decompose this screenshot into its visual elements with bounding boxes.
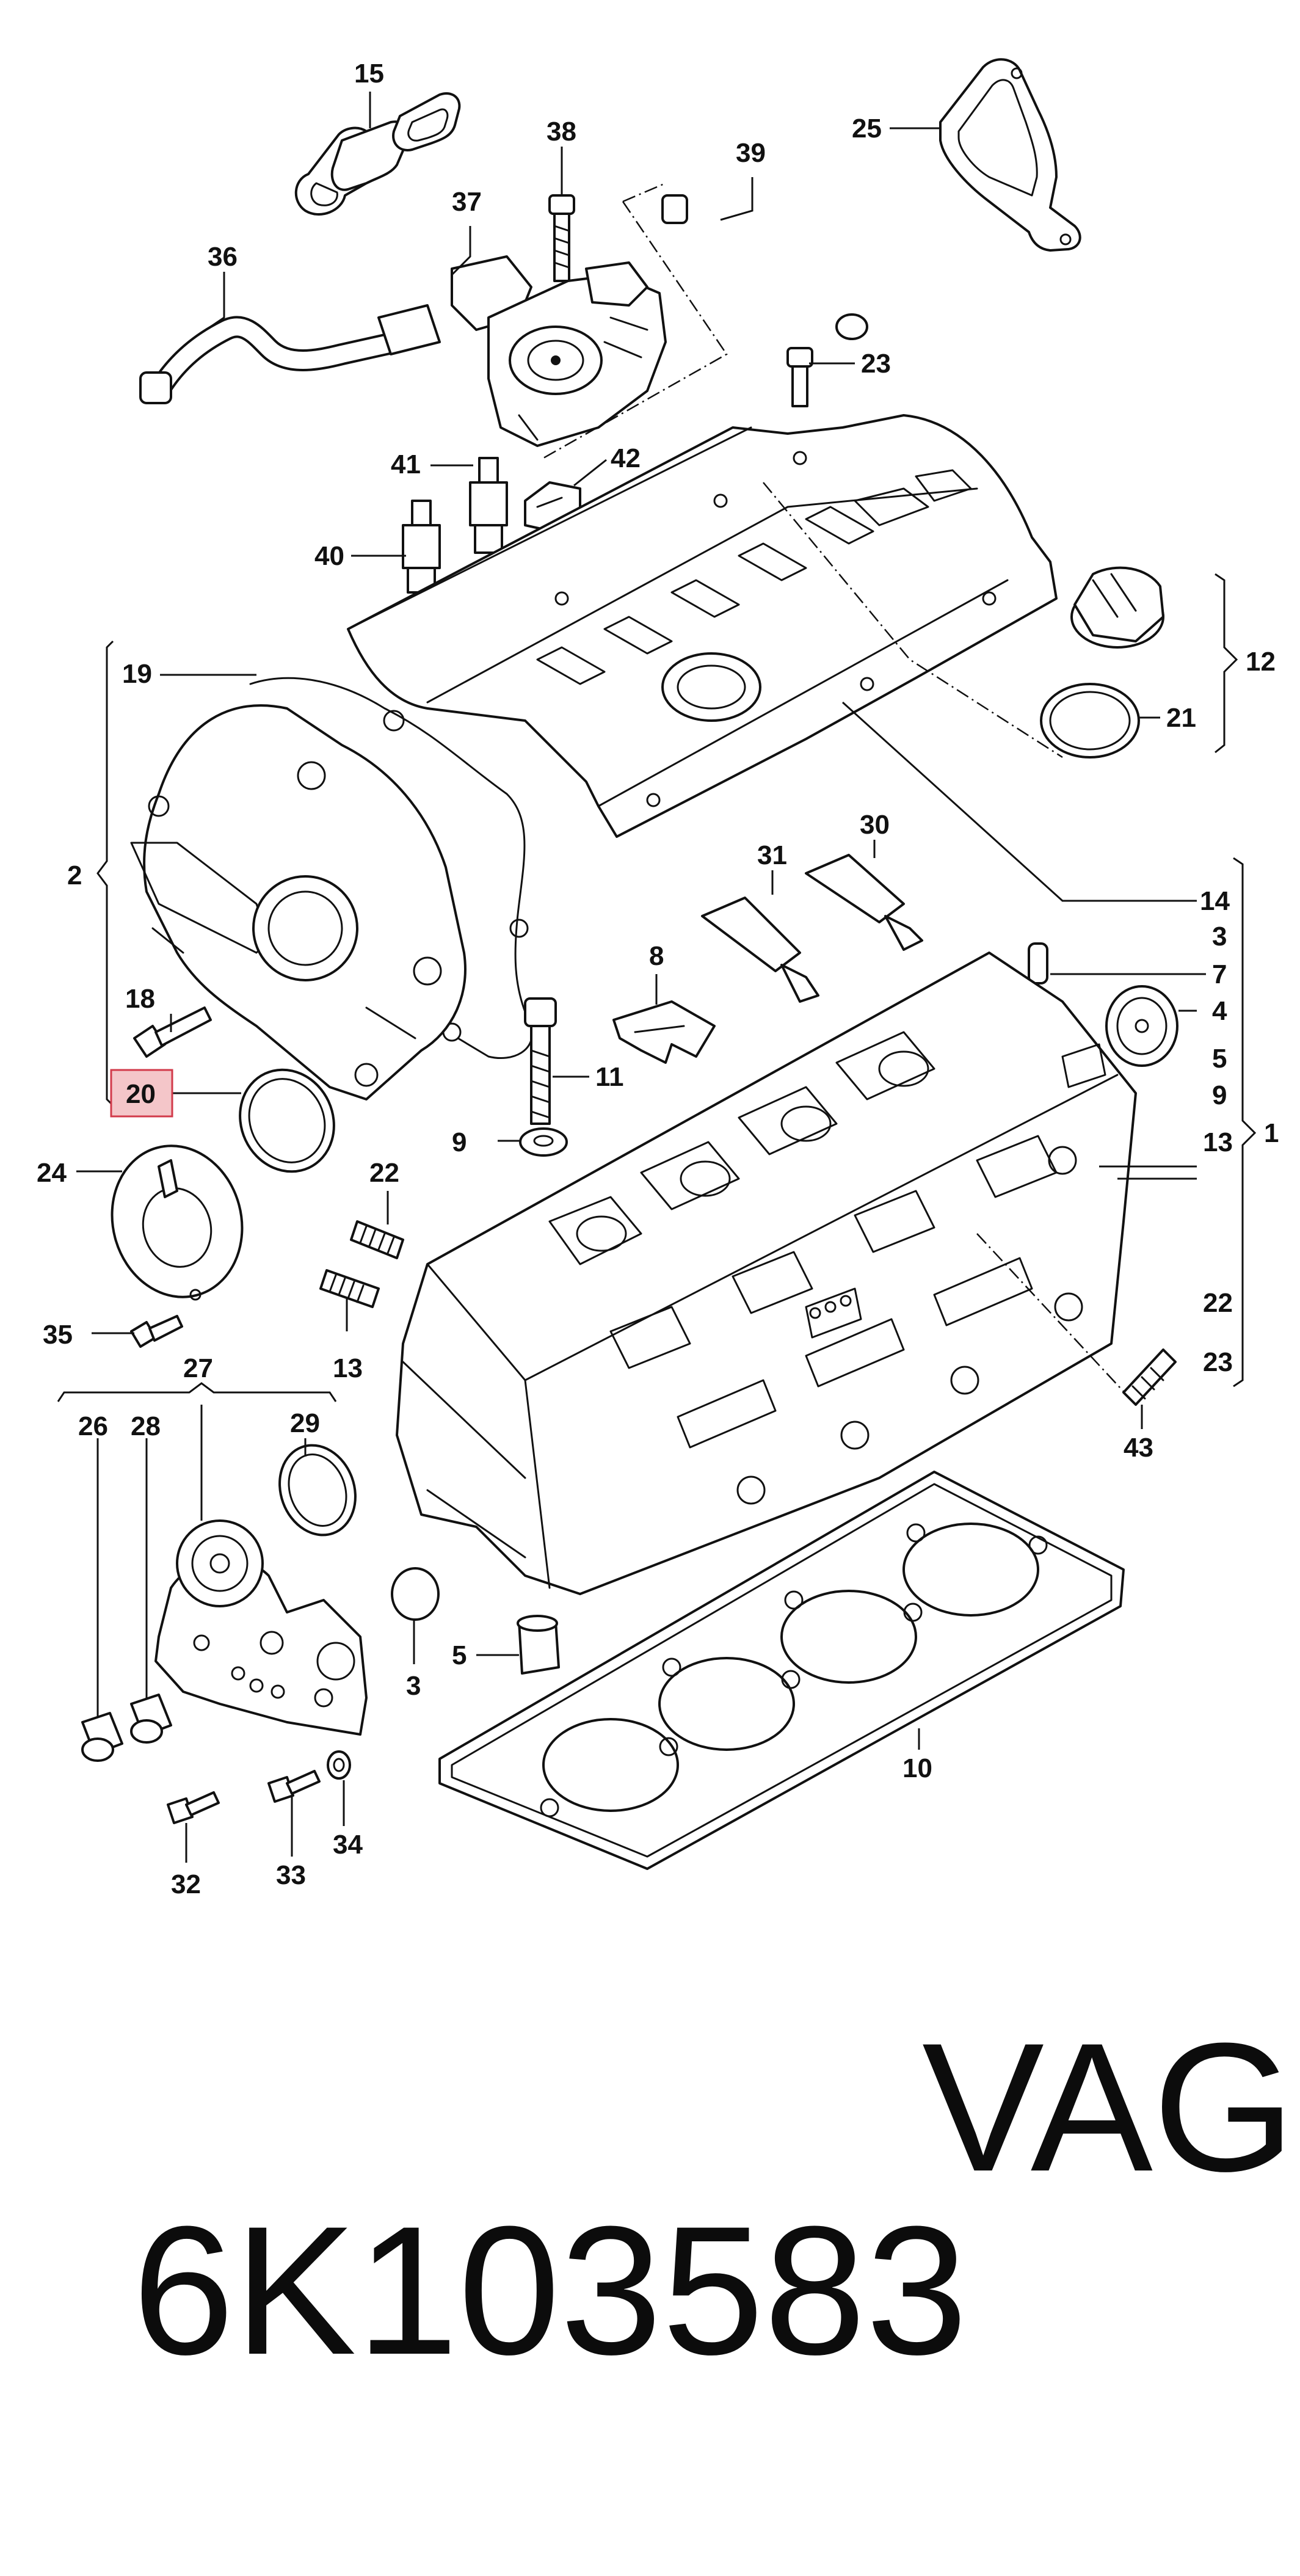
leader-lines <box>76 92 1206 1863</box>
part-12-oil-cap <box>1070 566 1164 649</box>
callout-21: 21 <box>1166 703 1196 733</box>
brand-name: VAG <box>922 2004 1296 2210</box>
callout-11: 11 <box>595 1062 624 1092</box>
part-30-sealant-tube <box>805 854 923 951</box>
part-33-bolt <box>267 1770 321 1803</box>
callout-32: 32 <box>171 1869 201 1899</box>
callout-35: 35 <box>43 1320 73 1350</box>
callout-14: 14 <box>1200 886 1230 916</box>
callout-33: 33 <box>276 1860 306 1890</box>
part-29-oring <box>278 1444 357 1537</box>
callout-5-left: 5 <box>452 1640 467 1670</box>
part-24-pulley <box>111 1144 244 1301</box>
callout-25: 25 <box>852 114 882 144</box>
part-11-bolt <box>524 997 557 1125</box>
callout-23-top: 23 <box>861 349 891 379</box>
part-5-bushing <box>517 1615 560 1675</box>
callout-2: 2 <box>67 860 82 890</box>
callout-23-right: 23 <box>1203 1347 1233 1377</box>
callout-41: 41 <box>391 449 421 479</box>
callout-12: 12 <box>1246 647 1276 677</box>
callout-40: 40 <box>314 541 344 571</box>
part-9-washer <box>519 1127 568 1157</box>
callout-34: 34 <box>333 1830 363 1860</box>
part-2-timing-cover <box>130 704 467 1101</box>
callout-3-right: 3 <box>1212 922 1227 951</box>
part-32-bolt <box>167 1791 220 1824</box>
callout-31: 31 <box>757 840 787 870</box>
part-43-stud <box>1122 1348 1177 1406</box>
callout-13-left: 13 <box>333 1353 363 1383</box>
part-20-oring <box>239 1068 335 1173</box>
part-valve-cover <box>347 414 1058 838</box>
bracket-12 <box>1215 573 1238 754</box>
part-15-gaskets <box>294 92 461 216</box>
callout-18: 18 <box>125 984 155 1014</box>
bracket-1 <box>1233 857 1257 1388</box>
part-21-seal <box>1040 683 1140 759</box>
callout-9-left: 9 <box>452 1127 467 1157</box>
part-number: 6K103583 <box>132 2188 968 2393</box>
callout-29: 29 <box>290 1408 320 1438</box>
part-35-bolt <box>130 1315 183 1348</box>
part-10-head-gasket <box>438 1471 1125 1870</box>
part-40-sensor <box>402 500 441 594</box>
part-27-bracket <box>154 1519 368 1736</box>
highlight-box-20 <box>110 1069 173 1118</box>
part-7-pin <box>1028 942 1048 984</box>
callout-27: 27 <box>183 1353 213 1383</box>
part-3-cap <box>391 1567 440 1621</box>
callout-15: 15 <box>354 59 384 89</box>
callout-26: 26 <box>78 1411 108 1441</box>
callout-7: 7 <box>1212 959 1227 989</box>
part-22-stud <box>350 1220 404 1259</box>
callout-5-right: 5 <box>1212 1044 1227 1074</box>
callout-13-right: 13 <box>1203 1127 1233 1157</box>
callout-24: 24 <box>37 1158 67 1188</box>
part-8-plate <box>612 1000 716 1064</box>
callout-10: 10 <box>902 1753 932 1783</box>
part-13-stud <box>319 1269 380 1308</box>
callout-19: 19 <box>122 659 152 689</box>
callout-37: 37 <box>452 187 482 217</box>
part-18-bolt <box>133 1006 212 1058</box>
bracket-2 <box>96 640 114 1107</box>
part-25-gasket <box>939 58 1081 252</box>
callout-42: 42 <box>611 443 641 473</box>
part-23-bolt-top <box>786 347 813 407</box>
bracket-27 <box>57 1382 337 1402</box>
part-37-pcv-valve <box>451 255 667 447</box>
callout-28: 28 <box>131 1411 161 1441</box>
part-39-breather-hose <box>661 194 889 340</box>
exploded-parts-diagram: 15 38 39 25 37 36 23 41 42 40 19 12 21 2… <box>37 58 1279 1899</box>
callout-9-right: 9 <box>1212 1080 1227 1110</box>
callout-22-right: 22 <box>1203 1288 1233 1318</box>
callout-1: 1 <box>1264 1118 1279 1148</box>
footer-part-info: 6K103583 VAG <box>31 2015 1296 2382</box>
callout-4: 4 <box>1212 996 1227 1026</box>
callout-39: 39 <box>736 138 766 168</box>
callout-30: 30 <box>860 810 890 840</box>
part-31-sealant-tube <box>701 897 819 1003</box>
callout-38: 38 <box>547 117 576 147</box>
part-28-plug <box>130 1694 172 1744</box>
part-38-screw <box>548 194 575 282</box>
callout-22-top: 22 <box>369 1158 399 1188</box>
part-1-cylinder-head <box>396 951 1137 1595</box>
part-41-sensor <box>469 457 508 554</box>
callout-3-left: 3 <box>406 1671 421 1701</box>
callout-20: 20 <box>126 1079 156 1109</box>
callout-43: 43 <box>1124 1433 1153 1463</box>
callout-labels: 15 38 39 25 37 36 23 41 42 40 19 12 21 2… <box>37 59 1279 1899</box>
part-26-plug <box>81 1712 123 1762</box>
callout-36: 36 <box>208 242 238 272</box>
part-34-washer <box>327 1750 351 1780</box>
part-4-gear <box>1105 985 1178 1067</box>
part-36-hose <box>139 304 441 404</box>
callout-8: 8 <box>649 941 664 971</box>
